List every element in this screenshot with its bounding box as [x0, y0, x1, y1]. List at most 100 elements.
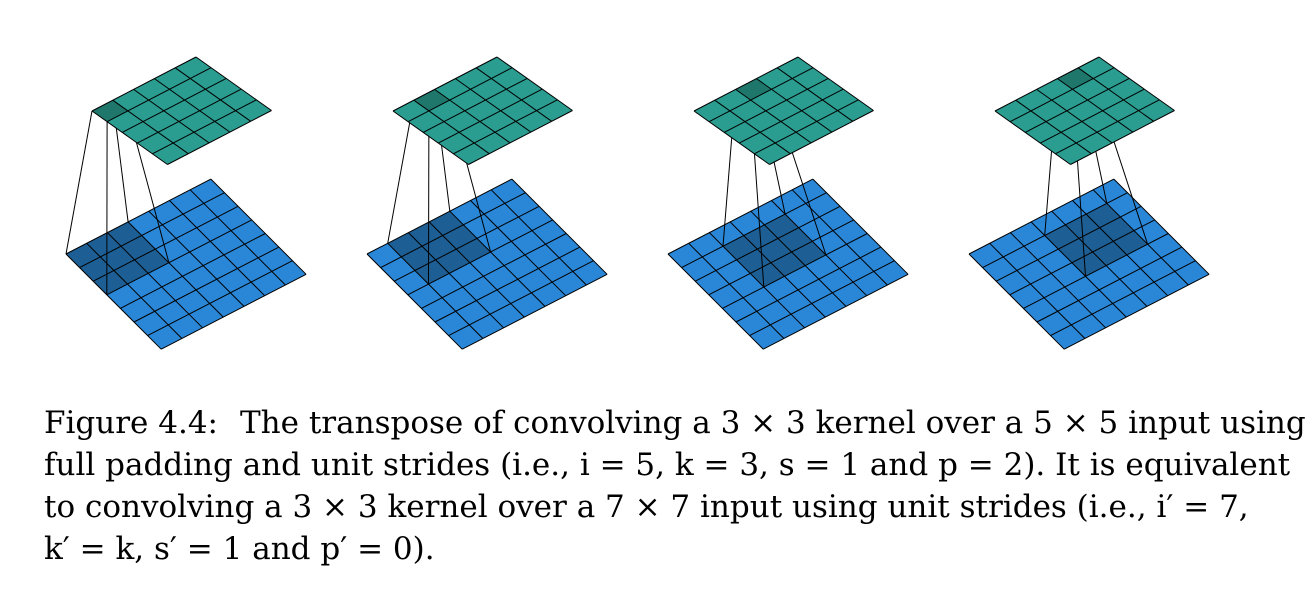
input-grid-col-line: [688, 242, 785, 339]
output-cell-highlight: [92, 100, 128, 122]
output-grid-row-line: [137, 88, 242, 144]
input-grid-col-line: [511, 178, 608, 275]
input-grid-row-line: [106, 219, 252, 296]
input-grid-row-line: [160, 273, 307, 350]
output-grid-row-line: [739, 88, 844, 144]
input-grid-row-line: [366, 178, 513, 255]
input-grid-col-line: [449, 210, 546, 307]
output-grid-col-line: [714, 99, 791, 155]
input-grid-row-line: [1063, 273, 1210, 350]
output-grid-col-line: [434, 88, 511, 144]
input-grid-row-line: [735, 246, 882, 323]
input-grid-col-line: [65, 253, 162, 350]
output-grid-col-line: [1036, 88, 1113, 144]
output-grid: [393, 57, 573, 165]
input-grid-col-line: [1113, 178, 1210, 275]
input-grid-col-line: [1072, 200, 1169, 297]
input-grid-col-line: [1051, 210, 1148, 307]
conv-panel-3: [667, 56, 909, 350]
output-grid-col-line: [392, 110, 469, 165]
input-grid-col-line: [210, 178, 307, 275]
caption-line-4: k′ = k, s′ = 1 and p′ = 0).: [44, 531, 435, 567]
output-grid-row-line: [1070, 110, 1175, 165]
output-grid-col-line: [112, 99, 189, 155]
input-grid-col-line: [169, 200, 266, 297]
output-cell-highlight: [735, 78, 772, 101]
input-grid-col-line: [1092, 189, 1189, 286]
output-grid-row-line: [1040, 88, 1145, 144]
input-grid-col-line: [729, 221, 826, 318]
input-grid-row-line: [667, 178, 814, 255]
output-grid-row-line: [152, 99, 257, 155]
input-grid-row-line: [1023, 233, 1169, 309]
input-grid-row-line: [421, 233, 567, 309]
output-grid-col-line: [133, 88, 210, 144]
figure-illustration: [65, 56, 1210, 350]
input-grid-col-line: [408, 232, 504, 329]
output-grid-row-line: [1009, 67, 1115, 123]
input-grid-row-line: [461, 273, 608, 350]
input-grid-row-line: [120, 233, 266, 309]
input-grid-col-line: [189, 189, 286, 286]
input-grid-row-line: [694, 205, 841, 282]
input-grid-row-line: [65, 178, 212, 255]
output-grid-row-line: [1055, 99, 1160, 155]
input-grid-row-line: [92, 205, 239, 282]
input-grid-row-line: [434, 246, 581, 323]
output-grid-col-line: [174, 67, 251, 122]
output-cell-highlight: [1057, 67, 1094, 90]
output-grid-row-line: [453, 99, 558, 155]
input-grid-col-line: [107, 232, 203, 329]
output-grid-row-line: [106, 67, 212, 123]
input-grid-col-line: [709, 232, 805, 329]
input-grid-col-line: [470, 200, 567, 297]
caption-line-1: Figure 4.4:The transpose of convolving a…: [44, 405, 1306, 441]
input-grid-col-line: [366, 253, 463, 350]
output-grid-col-line: [1077, 67, 1154, 122]
input-grid-row-line: [448, 260, 594, 337]
input-grid-row-line: [982, 192, 1128, 269]
input-grid-row-line: [133, 246, 280, 323]
kernel-window: [387, 211, 491, 285]
input-grid-col-line: [428, 221, 525, 318]
input-grid-row-line: [722, 233, 868, 309]
output-grid-col-line: [154, 78, 231, 133]
output-grid-col-line: [455, 78, 532, 133]
conv-panel-4: [968, 56, 1210, 350]
caption-line-3: to convolving a 3 × 3 kernel over a 7 × …: [44, 489, 1249, 525]
input-grid-col-line: [812, 178, 909, 275]
kernel-window: [723, 214, 826, 287]
output-grid-col-line: [413, 99, 490, 155]
kernel-window: [66, 221, 169, 295]
input-grid-row-line: [762, 273, 909, 350]
input-grid-row-line: [681, 192, 827, 269]
output-grid-row-line: [754, 99, 859, 155]
output-grid-col-line: [693, 110, 770, 165]
input-grid-col-line: [490, 189, 587, 286]
input-grid-col-line: [968, 253, 1065, 350]
connector-line: [65, 110, 93, 255]
output-grid-row-line: [769, 110, 874, 165]
input-grid-row-line: [708, 219, 854, 296]
input-grid: [66, 179, 307, 350]
connector-line: [387, 100, 415, 244]
input-grid-col-line: [989, 242, 1086, 339]
input-grid-col-line: [86, 242, 183, 339]
output-grid-col-line: [91, 110, 168, 165]
output-grid-row-line: [422, 77, 528, 133]
output-grid: [694, 57, 874, 165]
input-grid-row-line: [968, 178, 1115, 255]
output-grid: [92, 57, 272, 165]
input-grid-row-line: [79, 192, 225, 269]
input-grid-row-line: [995, 205, 1142, 282]
input-grid-col-line: [1030, 221, 1127, 318]
input-grid-col-line: [1010, 232, 1106, 329]
output-grid-col-line: [1057, 78, 1134, 133]
output-grid-col-line: [994, 110, 1071, 165]
output-grid-row-line: [708, 67, 814, 123]
figure-caption: Figure 4.4:The transpose of convolving a…: [44, 402, 1306, 570]
output-grid-row-line: [167, 110, 272, 165]
input-grid-col-line: [148, 210, 245, 307]
input-grid-col-line: [387, 242, 484, 339]
conv-panel-2: [366, 56, 608, 350]
